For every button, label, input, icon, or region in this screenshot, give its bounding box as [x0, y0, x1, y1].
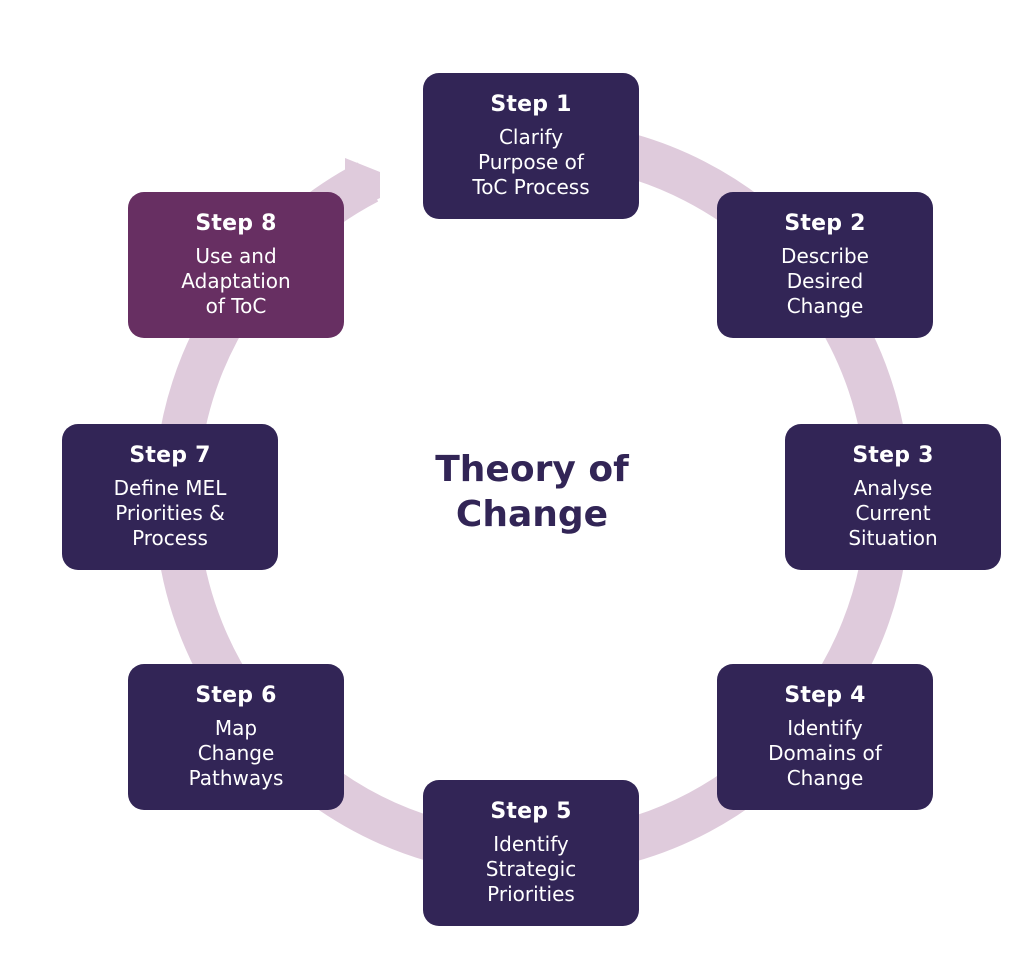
- step-text: Current: [855, 501, 931, 525]
- step-label: Step 4: [784, 683, 866, 708]
- step-text: Change: [786, 294, 864, 318]
- step-text: Map: [214, 716, 258, 740]
- step-text: Analyse: [853, 476, 933, 500]
- step-text: Describe: [781, 244, 869, 268]
- step-text: ToC Process: [472, 175, 590, 199]
- step-text: Identify: [493, 832, 569, 856]
- step-label: Step 6: [195, 683, 277, 708]
- title-line: Theory of: [435, 449, 629, 490]
- step-text: Clarify: [498, 125, 564, 149]
- step-text: Strategic: [485, 857, 577, 881]
- step-text: of ToC: [205, 294, 267, 318]
- step-label: Step 8: [195, 211, 277, 236]
- step-text: Define MEL: [113, 476, 227, 500]
- step-label: Step 7: [129, 443, 211, 468]
- step-2-box: Step 2 Describe Desired Change: [717, 192, 933, 338]
- step-text: Priorities &: [115, 501, 225, 525]
- step-label: Step 1: [490, 92, 572, 117]
- step-7-box: Step 7 Define MEL Priorities & Process: [62, 424, 278, 570]
- step-text: Change: [786, 766, 864, 790]
- step-6-box: Step 6 Map Change Pathways: [128, 664, 344, 810]
- step-text: Priorities: [487, 882, 575, 906]
- step-text: Pathways: [188, 766, 284, 790]
- step-text: Process: [132, 526, 208, 550]
- step-8-box: Step 8 Use and Adaptation of ToC: [128, 192, 344, 338]
- diagram-title: Theory of Change: [412, 447, 652, 537]
- step-text: Situation: [848, 526, 938, 550]
- cycle-ring-end-cap: [345, 158, 380, 215]
- step-text: Change: [197, 741, 275, 765]
- step-3-box: Step 3 Analyse Current Situation: [785, 424, 1001, 570]
- step-text: Desired: [786, 269, 864, 293]
- step-text: Identify: [787, 716, 863, 740]
- step-1-box: Step 1 Clarify Purpose of ToC Process: [423, 73, 639, 219]
- step-label: Step 3: [852, 443, 934, 468]
- step-text: Use and: [195, 244, 277, 268]
- step-label: Step 5: [490, 799, 572, 824]
- step-4-box: Step 4 Identify Domains of Change: [717, 664, 933, 810]
- step-label: Step 2: [784, 211, 866, 236]
- step-text: Purpose of: [478, 150, 584, 174]
- step-5-box: Step 5 Identify Strategic Priorities: [423, 780, 639, 926]
- title-line: Change: [455, 494, 609, 535]
- step-text: Adaptation: [181, 269, 291, 293]
- step-text: Domains of: [768, 741, 882, 765]
